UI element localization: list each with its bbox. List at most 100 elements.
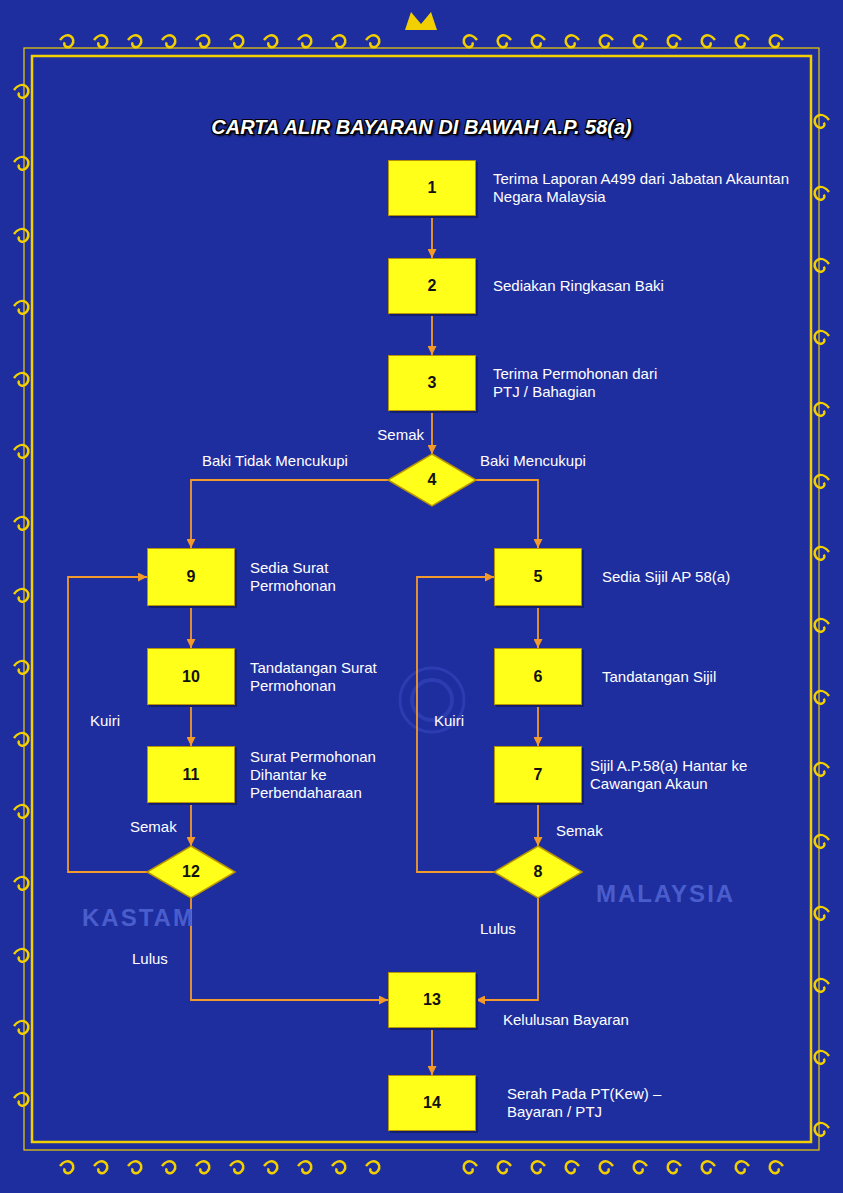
flow-arrow (417, 577, 494, 872)
flow-arrow (431, 216, 433, 258)
flow-arrow (476, 480, 538, 548)
flow-arrow (476, 898, 538, 1000)
scroll-ornament (14, 805, 28, 818)
flow-arrow (537, 606, 539, 648)
step-number: 2 (428, 277, 437, 295)
scroll-ornament (14, 589, 28, 602)
scroll-ornament (815, 547, 829, 560)
scroll-ornament (366, 35, 379, 47)
chart-title: CARTA ALIR BAYARAN DI BAWAH A.P. 58(a) (0, 116, 843, 139)
step-number: 10 (182, 668, 200, 686)
scroll-ornament (196, 35, 209, 47)
step-description: Tandatangan Surat Permohonan (250, 658, 400, 695)
process-box: 14Serah Pada PT(Kew) – Bayaran / PTJ (388, 1075, 476, 1131)
scroll-ornament (634, 35, 647, 47)
scroll-ornament (815, 1123, 829, 1136)
step-number: 14 (423, 1094, 441, 1112)
step-number: 8 (534, 863, 543, 881)
step-description: Tandatangan Sijil (602, 667, 792, 685)
scroll-ornament (815, 907, 829, 920)
scroll-ornament (162, 1161, 175, 1173)
decision-diamond: 4 (388, 454, 476, 506)
edge-label: Kuiri (434, 712, 464, 729)
scroll-ornament (60, 35, 73, 47)
scroll-ornament (162, 35, 175, 47)
scroll-ornament (264, 35, 277, 47)
step-number: 7 (534, 766, 543, 784)
frame-line (24, 48, 819, 1150)
step-number: 13 (423, 991, 441, 1009)
flow-arrow (537, 803, 539, 846)
step-number: 6 (534, 668, 543, 686)
edge-label: Kuiri (90, 712, 120, 729)
step-number: 9 (187, 568, 196, 586)
flow-arrow (431, 1028, 433, 1075)
crown-ornament (405, 12, 437, 30)
decision-diamond: 12 (147, 846, 235, 898)
scroll-ornament (14, 157, 28, 170)
scroll-ornament (600, 35, 613, 47)
step-description: Sedia Surat Permohonan (250, 559, 400, 596)
scroll-ornament (532, 1161, 545, 1173)
scroll-ornament (668, 1161, 681, 1173)
watermark-text: MALAYSIA (596, 880, 735, 908)
scroll-ornament (332, 35, 345, 47)
scroll-ornament (815, 187, 829, 200)
watermark-emblem (400, 668, 464, 732)
edge-label: Lulus (132, 950, 168, 967)
process-box: 3Terima Permohonan dari PTJ / Bahagian (388, 355, 476, 411)
scroll-ornament (770, 1161, 783, 1173)
flow-arrow (431, 411, 433, 454)
scroll-ornament (14, 301, 28, 314)
scroll-ornament (815, 475, 829, 488)
decision-diamond: 8 (494, 846, 582, 898)
step-description: Terima Permohonan dari PTJ / Bahagian (493, 365, 663, 402)
process-box: 9Sedia Surat Permohonan (147, 548, 235, 606)
scroll-ornaments (14, 35, 829, 1173)
step-number: 1 (428, 179, 437, 197)
scroll-ornament (815, 1051, 829, 1064)
scroll-ornament (366, 1161, 379, 1173)
edge-label: Lulus (480, 920, 516, 937)
step-description: Kelulusan Bayaran (503, 1011, 703, 1029)
process-box: 7Sijil A.P.58(a) Hantar ke Cawangan Akau… (494, 746, 582, 803)
process-box: 6Tandatangan Sijil (494, 648, 582, 705)
process-box: 13Kelulusan Bayaran (388, 972, 476, 1028)
step-number: 12 (182, 863, 200, 881)
scroll-ornament (128, 35, 141, 47)
process-box: 11Surat Permohonan Dihantar ke Perbendah… (147, 746, 235, 803)
scroll-ornament (815, 691, 829, 704)
scroll-ornament (14, 1093, 28, 1106)
scroll-ornament (634, 1161, 647, 1173)
step-number: 5 (534, 568, 543, 586)
flow-arrow (190, 705, 192, 746)
scroll-ornament (566, 35, 579, 47)
flow-arrow (190, 606, 192, 648)
scroll-ornament (815, 115, 829, 128)
scroll-ornament (14, 85, 28, 98)
scroll-ornament (230, 1161, 243, 1173)
diamond-shape (388, 454, 476, 506)
step-number: 11 (183, 766, 200, 784)
scroll-ornament (14, 949, 28, 962)
scroll-ornament (600, 1161, 613, 1173)
scroll-ornament (815, 763, 829, 776)
step-description: Terima Laporan A499 dari Jabatan Akaunta… (493, 170, 793, 207)
scroll-ornament (702, 35, 715, 47)
scroll-ornament (60, 1161, 73, 1173)
scroll-ornament (498, 35, 511, 47)
step-description: Sediakan Ringkasan Baki (493, 277, 753, 295)
scroll-ornament (736, 1161, 749, 1173)
process-box: 10Tandatangan Surat Permohonan (147, 648, 235, 705)
flow-arrow (190, 803, 192, 846)
flow-arrow (431, 314, 433, 355)
flow-arrow (191, 480, 388, 548)
step-description: Surat Permohonan Dihantar ke Perbendahar… (250, 747, 400, 802)
scroll-ornament (94, 1161, 107, 1173)
step-description: Sijil A.P.58(a) Hantar ke Cawangan Akaun (590, 756, 790, 793)
step-description: Sedia Sijil AP 58(a) (602, 568, 802, 586)
scroll-ornament (298, 35, 311, 47)
scroll-ornament (14, 877, 28, 890)
scroll-ornament (464, 1161, 477, 1173)
